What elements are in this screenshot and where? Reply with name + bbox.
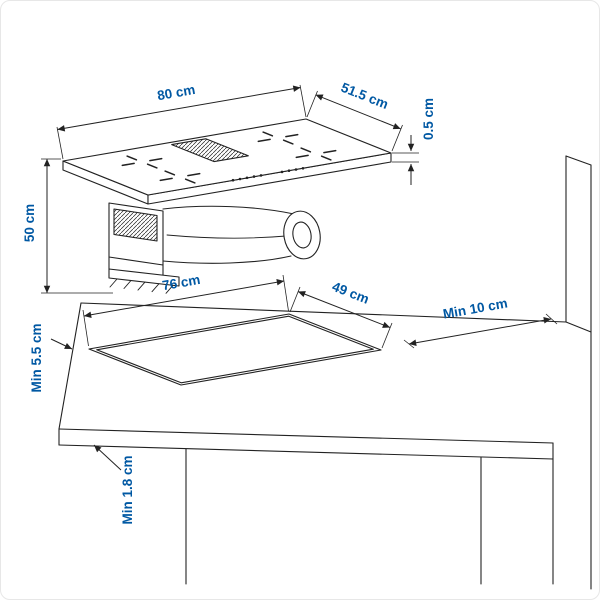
cooking-zone-left-back <box>121 155 163 169</box>
worktop <box>58 302 567 585</box>
worktop-cutout-inner-rim <box>96 315 374 384</box>
worktop-left-edge <box>58 302 82 430</box>
wall-top-edge <box>565 155 592 166</box>
dim-hob-thickness-label: 0.5 cm <box>421 98 436 140</box>
worktop-cutout <box>88 313 382 386</box>
extractor-grille <box>171 138 249 163</box>
cooking-zone-left-front <box>159 170 201 184</box>
dim-cutout-depth <box>289 286 393 349</box>
dimensions <box>41 84 558 471</box>
dim-worktop-thickness-label: Min 1.8 cm <box>120 455 135 524</box>
hob-top <box>62 118 392 205</box>
dim-front-clearance <box>50 338 73 350</box>
dim-unit-height-label: 50 cm <box>22 204 37 242</box>
cooking-zone-right-front <box>295 147 337 161</box>
worktop-front-face-bottom <box>58 444 554 460</box>
worktop-front-edge <box>58 428 554 444</box>
dim-hob-thickness <box>392 135 419 185</box>
dim-cutout-width <box>82 274 289 347</box>
duct-end-cap <box>283 210 321 260</box>
dim-hob-width <box>56 84 307 160</box>
wall <box>565 155 592 590</box>
wall-worktop-junction <box>565 321 592 333</box>
dim-hob-depth <box>306 90 403 152</box>
cooking-zone-right-back <box>257 131 299 145</box>
dim-front-clearance-label: Min 5.5 cm <box>29 323 44 392</box>
duct-opening <box>292 221 312 249</box>
touch-controls <box>231 167 305 182</box>
extractor-unit <box>108 202 321 294</box>
extractor-vent-panel <box>113 208 158 242</box>
dim-wall-clearance-label: Min 10 cm <box>442 296 509 322</box>
dim-cutout-width-label: 76 cm <box>161 272 201 293</box>
dim-hob-width-label: 80 cm <box>156 82 196 103</box>
duct-sweep-line <box>166 234 287 239</box>
dim-worktop-thickness <box>93 444 122 471</box>
dim-cutout-depth-label: 49 cm <box>330 279 371 307</box>
hob-assembly <box>62 118 392 294</box>
duct-top-edge <box>162 205 295 215</box>
duct-bottom-edge <box>162 255 292 264</box>
dim-wall-clearance <box>403 313 558 349</box>
